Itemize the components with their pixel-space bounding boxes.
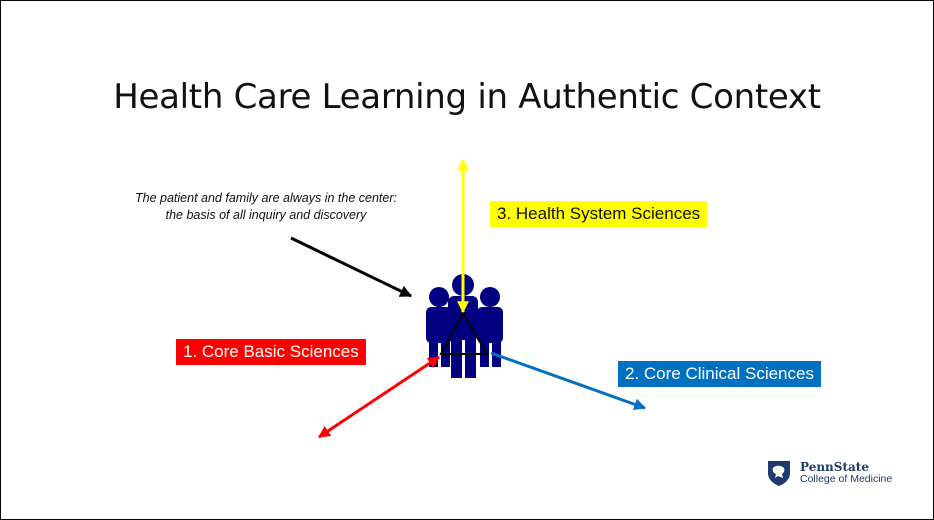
center-note-line-1: The patient and family are always in the… — [135, 191, 397, 205]
health-system-sciences-label: 3. Health System Sciences — [490, 201, 708, 227]
center-note: The patient and family are always in the… — [111, 190, 421, 224]
note-pointer-arrow — [290, 236, 413, 298]
logo-name: PennState — [800, 460, 869, 474]
slide-title: Health Care Learning in Authentic Contex… — [113, 77, 821, 117]
pennstate-logo: PennState College of Medicine — [766, 459, 892, 487]
core-basic-sciences-label: 1. Core Basic Sciences — [176, 339, 366, 365]
clinical-sciences-arrow — [490, 351, 647, 411]
center-triangle — [439, 310, 489, 355]
nittany-lion-shield-icon — [768, 461, 790, 486]
core-clinical-sciences-label: 2. Core Clinical Sciences — [618, 361, 821, 387]
center-note-line-2: the basis of all inquiry and discovery — [165, 208, 367, 222]
basic-sciences-arrow — [318, 355, 440, 439]
logo-subtitle: College of Medicine — [800, 473, 893, 485]
